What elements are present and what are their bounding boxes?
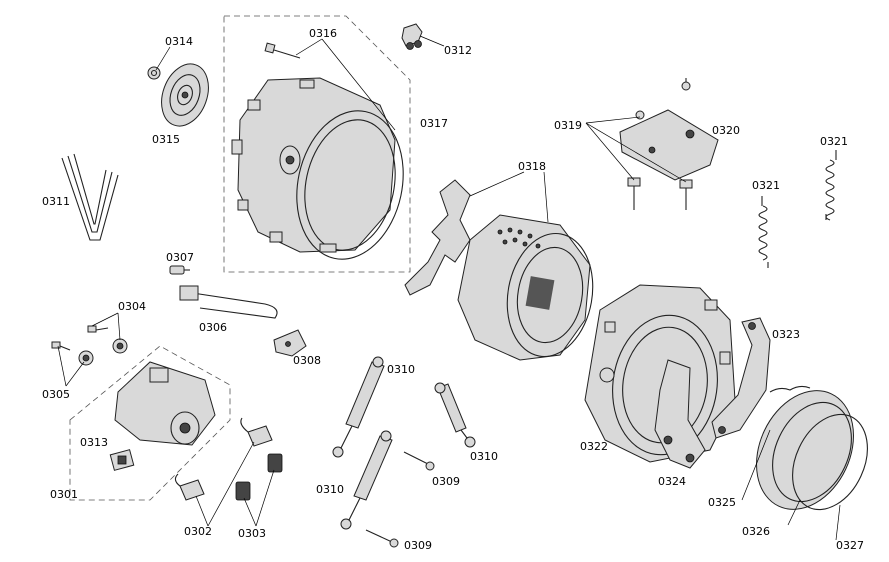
label-0321-right: 0321 xyxy=(820,135,848,148)
label-0325: 0325 xyxy=(708,496,736,509)
label-0309-lower: 0309 xyxy=(404,539,432,552)
label-0301: 0301 xyxy=(50,488,78,501)
brush-holder-b xyxy=(235,481,251,501)
label-0324: 0324 xyxy=(658,475,686,488)
label-0302: 0302 xyxy=(184,525,212,538)
label-0307: 0307 xyxy=(166,251,194,264)
front-counterweight xyxy=(654,359,706,469)
leader-lines xyxy=(57,35,841,541)
tub-spring-right xyxy=(825,150,837,221)
label-0304: 0304 xyxy=(118,300,146,313)
label-0308: 0308 xyxy=(293,354,321,367)
rear-tub-half xyxy=(231,77,404,260)
drive-motor xyxy=(114,361,216,446)
hose-clamp xyxy=(401,23,423,50)
drum-pulley xyxy=(161,63,209,127)
ntc-sensor xyxy=(169,265,190,275)
label-0306: 0306 xyxy=(199,321,227,334)
upper-counterweight xyxy=(711,317,771,439)
drive-belt xyxy=(61,153,119,241)
label-0303: 0303 xyxy=(238,527,266,540)
label-0327: 0327 xyxy=(836,539,864,552)
carbon-brush-a xyxy=(240,417,273,447)
label-0311: 0311 xyxy=(42,195,70,208)
motor-group-outline xyxy=(69,345,231,501)
motor-screws xyxy=(51,325,128,366)
tacho-generator xyxy=(109,449,135,471)
shock-pin-b xyxy=(365,529,399,548)
label-0321-left: 0321 xyxy=(752,179,780,192)
shock-pin-a xyxy=(403,451,435,471)
label-0313: 0313 xyxy=(80,436,108,449)
label-0312: 0312 xyxy=(444,44,472,57)
washing-drum xyxy=(404,179,594,361)
brush-holder-a xyxy=(267,453,283,473)
label-0315: 0315 xyxy=(152,133,180,146)
label-0310-lower: 0310 xyxy=(316,483,344,496)
label-0320: 0320 xyxy=(712,124,740,137)
label-0326: 0326 xyxy=(742,525,770,538)
shock-absorber-a xyxy=(332,356,385,458)
label-0316: 0316 xyxy=(309,27,337,40)
label-0323: 0323 xyxy=(772,328,800,341)
front-tub-half xyxy=(584,284,736,463)
shock-absorber-b xyxy=(340,430,393,530)
tub-spring-left xyxy=(758,196,769,268)
label-0310-right: 0310 xyxy=(470,450,498,463)
label-0314: 0314 xyxy=(165,35,193,48)
carbon-brush-b xyxy=(174,473,205,501)
label-0310-top: 0310 xyxy=(387,363,415,376)
tub-group-outline xyxy=(223,15,411,273)
heating-element xyxy=(179,285,278,319)
tub-screw xyxy=(264,42,301,59)
shock-absorber-c xyxy=(434,382,476,448)
counterweight-plate xyxy=(619,109,719,181)
label-0317: 0317 xyxy=(420,117,448,130)
label-0305: 0305 xyxy=(42,388,70,401)
label-0319: 0319 xyxy=(554,119,582,132)
heater-bracket xyxy=(273,329,307,357)
door-seal xyxy=(756,385,854,510)
pulley-nut xyxy=(147,66,161,80)
label-0309-upper: 0309 xyxy=(432,475,460,488)
label-0318: 0318 xyxy=(518,160,546,173)
label-0322: 0322 xyxy=(580,440,608,453)
mounting-screws xyxy=(627,78,693,210)
door-seal-clamp xyxy=(792,413,868,511)
